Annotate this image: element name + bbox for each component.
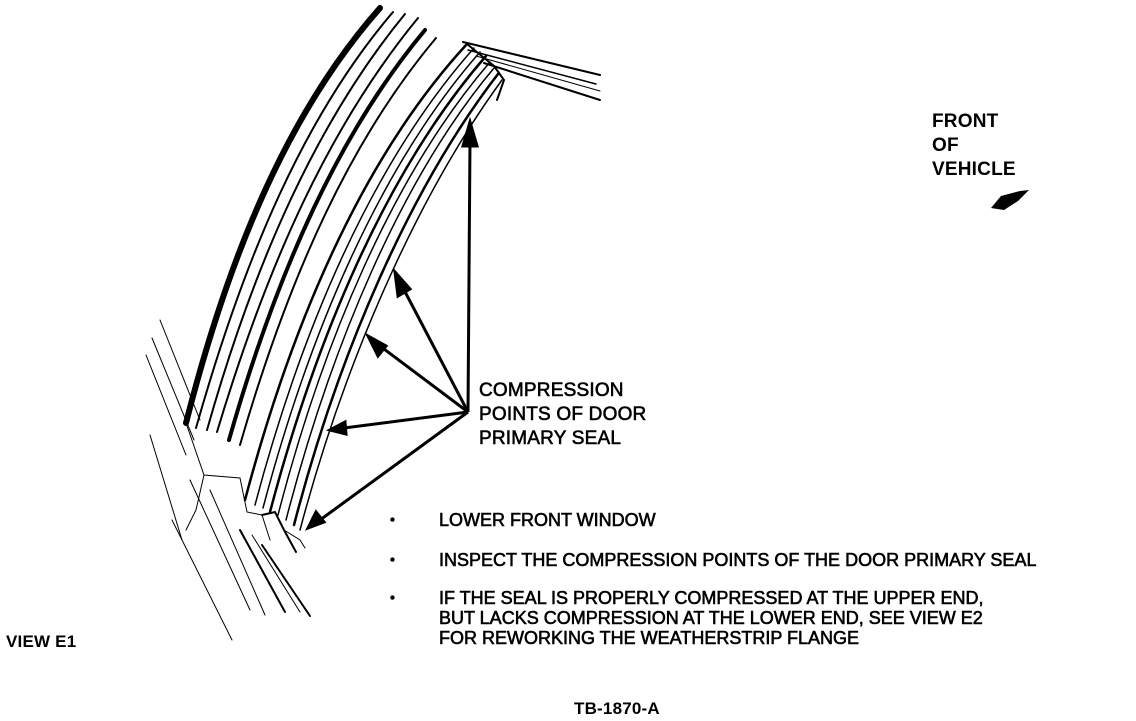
note-line: IF THE SEAL IS PROPERLY COMPRESSED AT TH… — [439, 588, 984, 609]
lower-frame-lines — [145, 319, 311, 641]
front-of-vehicle-label: FRONT OF VEHICLE — [932, 110, 1016, 182]
callout-line-3: PRIMARY SEAL — [479, 428, 622, 450]
note-line: BUT LACKS COMPRESSION AT THE LOWER END, … — [439, 608, 983, 629]
instruction-notes: • LOWER FRONT WINDOW • INSPECT THE COMPR… — [390, 510, 1037, 668]
bullet: • — [390, 511, 395, 528]
note-line: LOWER FRONT WINDOW — [439, 510, 656, 531]
callout-line-1: COMPRESSION — [479, 380, 624, 402]
primary-seal-lines — [239, 42, 503, 553]
front-label-line-2: OF — [932, 135, 959, 156]
note-line: INSPECT THE COMPRESSION POINTS OF THE DO… — [439, 550, 1037, 571]
front-label-line-3: VEHICLE — [932, 159, 1016, 180]
bullet: • — [390, 551, 395, 568]
bullet: • — [390, 589, 395, 606]
front-label-line-1: FRONT — [932, 111, 999, 132]
callout-arrows — [304, 116, 479, 531]
figure-id-label: TB-1870-A — [574, 699, 660, 718]
compression-points-label: COMPRESSION POINTS OF DOOR PRIMARY SEAL — [479, 379, 647, 451]
note-text: LOWER FRONT WINDOW — [439, 510, 1036, 531]
note-item: • INSPECT THE COMPRESSION POINTS OF THE … — [390, 550, 1037, 571]
note-item: • IF THE SEAL IS PROPERLY COMPRESSED AT … — [390, 588, 1036, 649]
door-frame-outer-lines — [183, 5, 437, 531]
callout-line-2: POINTS OF DOOR — [479, 404, 647, 426]
note-line: FOR REWORKING THE WEATHERSTRIP FLANGE — [439, 628, 860, 649]
header-corner-lines — [462, 41, 601, 101]
view-label: VIEW E1 — [6, 632, 77, 651]
note-text: IF THE SEAL IS PROPERLY COMPRESSED AT TH… — [439, 588, 1036, 649]
note-item: • LOWER FRONT WINDOW — [390, 510, 1036, 531]
note-text: INSPECT THE COMPRESSION POINTS OF THE DO… — [439, 550, 1037, 571]
front-direction-arrow-icon — [991, 190, 1029, 210]
